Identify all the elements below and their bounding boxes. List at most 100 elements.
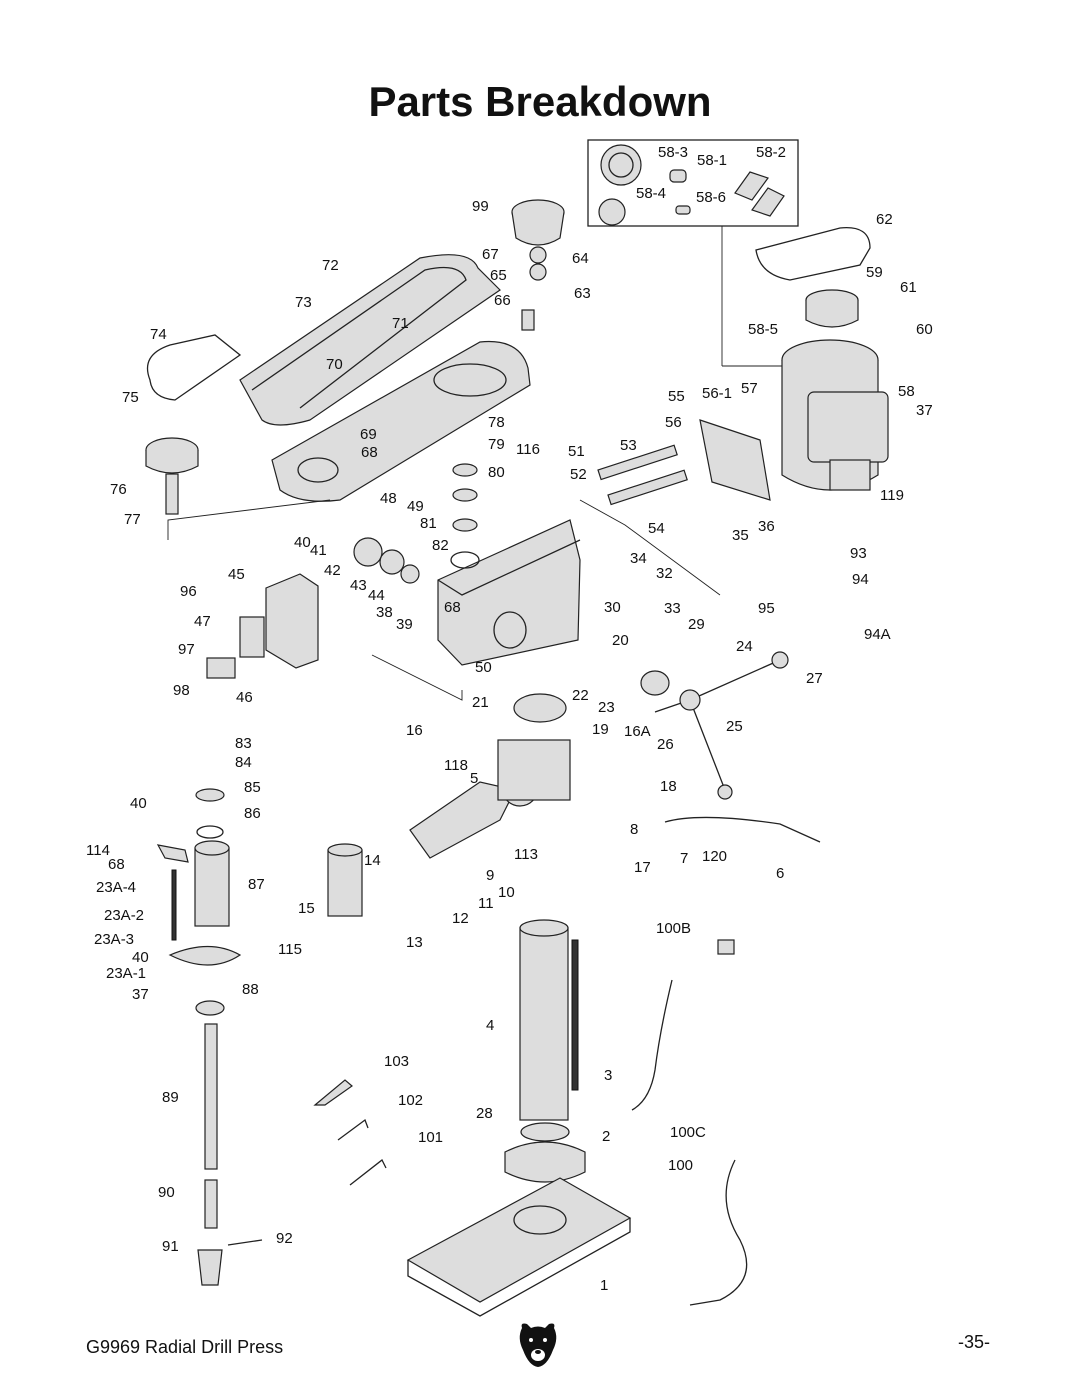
part-label: 34 xyxy=(630,550,647,567)
part-label: 93 xyxy=(850,545,867,562)
part-label: 92 xyxy=(276,1230,293,1247)
rod-53 xyxy=(597,444,678,481)
part-label: 94A xyxy=(864,626,891,643)
part-label: 37 xyxy=(132,986,149,1003)
part-label: 97 xyxy=(178,641,195,658)
part-label: 23A-1 xyxy=(106,965,147,982)
part-label: 41 xyxy=(310,542,327,559)
part-label: 2 xyxy=(602,1128,611,1145)
part-label: 33 xyxy=(664,600,681,617)
part-label: 96 xyxy=(180,583,197,600)
part-label: 116 xyxy=(516,441,540,458)
switch-98 xyxy=(206,657,236,679)
part-label: 5 xyxy=(470,770,479,787)
part-label: 68 xyxy=(108,856,125,873)
part-label: 86 xyxy=(244,805,261,822)
part-label: 90 xyxy=(158,1184,175,1201)
part-label: 103 xyxy=(384,1053,410,1070)
part-label: 13 xyxy=(406,934,423,951)
part-label: 73 xyxy=(295,294,312,311)
part-label: 39 xyxy=(396,616,413,633)
part-label: 19 xyxy=(592,721,609,738)
part-label: 113 xyxy=(514,846,538,863)
part-label: 91 xyxy=(162,1238,179,1255)
part-label: 95 xyxy=(758,600,775,617)
part-label: 52 xyxy=(570,466,587,483)
part-label: 58 xyxy=(898,383,915,400)
part-label: 51 xyxy=(568,443,585,460)
part-label: 22 xyxy=(572,687,589,704)
part-label: 63 xyxy=(574,285,591,302)
part-label: 84 xyxy=(235,754,252,771)
part-label: 115 xyxy=(278,941,302,958)
column-rack-3 xyxy=(571,939,579,1091)
part-label: 83 xyxy=(235,735,252,752)
part-label: 67 xyxy=(482,246,499,263)
part-label: 27 xyxy=(806,670,823,687)
part-label: 4 xyxy=(486,1017,495,1034)
part-label: 79 xyxy=(488,436,505,453)
part-label: 11 xyxy=(478,895,494,912)
quill-87 xyxy=(194,847,230,927)
part-label: 78 xyxy=(488,414,505,431)
column-collar-28 xyxy=(504,1141,586,1183)
part-label: 25 xyxy=(726,718,743,735)
bear-head-logo-icon xyxy=(519,1323,557,1367)
part-label: 58-4 xyxy=(636,185,667,202)
part-label: 40 xyxy=(130,795,147,812)
part-label: 7 xyxy=(680,850,689,867)
part-label: 75 xyxy=(122,389,139,406)
part-label: 58-1 xyxy=(697,152,728,169)
part-label: 15 xyxy=(298,900,315,917)
rack-23A xyxy=(171,869,177,941)
part-label: 49 xyxy=(407,498,424,515)
part-label: 58-3 xyxy=(658,144,689,161)
part-label: 89 xyxy=(162,1089,179,1106)
part-label: 30 xyxy=(604,599,621,616)
rod-54 xyxy=(607,469,688,506)
part-label: 68 xyxy=(361,444,378,461)
part-label: 71 xyxy=(392,315,409,332)
part-label: 38 xyxy=(376,604,393,621)
strain-relief-100B xyxy=(717,939,735,955)
part-label: 28 xyxy=(476,1105,493,1122)
quill-clamp xyxy=(168,946,242,966)
part-label: 54 xyxy=(648,520,665,537)
part-label: 68 xyxy=(444,599,461,616)
part-label: 70 xyxy=(326,356,343,373)
part-label: 100B xyxy=(656,920,692,937)
plate-58-2b xyxy=(751,187,785,217)
part-label: 12 xyxy=(452,910,469,927)
part-label: 53 xyxy=(620,437,637,454)
part-label: 48 xyxy=(380,490,397,507)
head-casting xyxy=(437,519,581,666)
cord-100C xyxy=(631,979,673,1111)
chuck-91 xyxy=(197,1249,223,1286)
part-label: 40 xyxy=(294,534,311,551)
motor-bracket-56 xyxy=(699,419,771,501)
bearing-65 xyxy=(529,263,547,281)
part-label: 23A-3 xyxy=(94,931,135,948)
hex-key-102 xyxy=(337,1118,369,1141)
part-label: 16 xyxy=(406,722,423,739)
shaft-63 xyxy=(521,309,535,331)
part-label: 76 xyxy=(110,481,127,498)
part-label: 87 xyxy=(248,876,265,893)
part-label: 40 xyxy=(132,949,149,966)
part-label: 36 xyxy=(758,518,775,535)
part-label: 8 xyxy=(630,821,639,838)
arm-113 xyxy=(409,781,516,859)
arbor-90 xyxy=(204,1179,218,1229)
lever-27 xyxy=(689,659,781,701)
fan-cover-58-3 xyxy=(600,144,642,186)
part-label: 24 xyxy=(736,638,753,655)
part-label: 100C xyxy=(670,1124,706,1141)
part-label: 45 xyxy=(228,566,245,583)
part-label: 98 xyxy=(173,682,190,699)
part-label: 56 xyxy=(665,414,682,431)
capacitor-58-1 xyxy=(669,169,687,183)
pulley-cover-73 xyxy=(239,254,501,426)
part-label: 94 xyxy=(852,571,869,588)
arm-sleeve-15 xyxy=(327,849,363,917)
